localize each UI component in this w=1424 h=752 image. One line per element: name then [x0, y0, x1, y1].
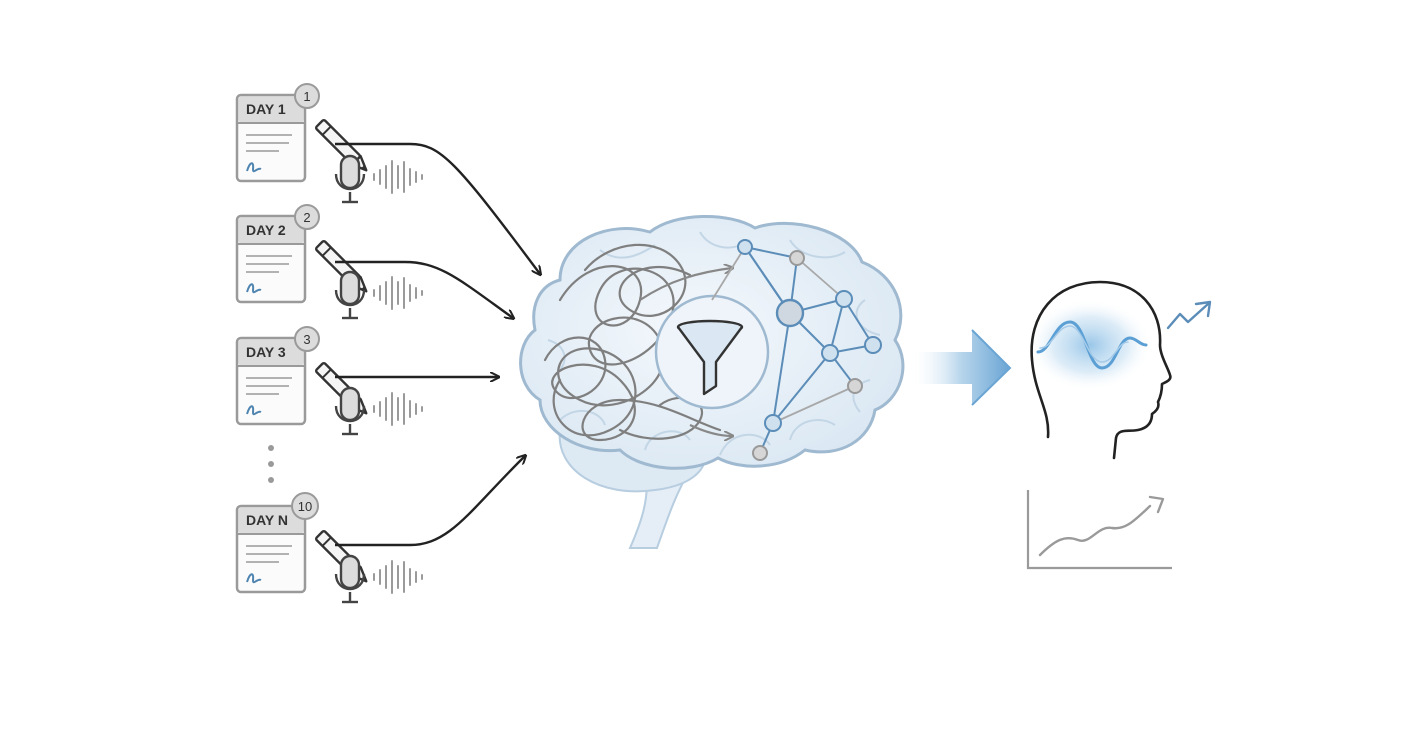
day-badge: 10: [298, 499, 312, 514]
growth-chart-icon: [1026, 490, 1172, 570]
day-label: DAY 1: [246, 101, 286, 117]
day-label: DAY 3: [246, 344, 286, 360]
sound-wave-icon: [373, 392, 423, 426]
brain: [519, 214, 905, 549]
day-badge: 3: [303, 332, 310, 347]
memory-arrow-top: [639, 268, 732, 301]
arrow-day-1: [335, 142, 540, 274]
arrow-day-2: [335, 260, 513, 318]
funnel-icon: [676, 319, 744, 396]
audio-input-2: [334, 270, 423, 320]
journal-entry-n: DAY N 10: [235, 492, 372, 594]
continuation-dots: [268, 445, 274, 483]
input-arrows: [335, 142, 540, 547]
day-label: DAY N: [246, 512, 288, 528]
funnel-filter: [654, 294, 770, 410]
sound-wave-icon: [373, 160, 423, 194]
memory-arrow-bottom: [689, 424, 732, 436]
trend-arrow-icon: [1166, 300, 1212, 330]
audio-input-3: [334, 386, 423, 436]
journal-entry-3: DAY 3 3: [235, 326, 372, 426]
arrow-day-n: [335, 456, 525, 547]
brain-wave-icon: [1036, 320, 1148, 370]
tangled-memory-lines: [543, 243, 722, 442]
day-label: DAY 2: [246, 222, 286, 238]
audio-input-n: [334, 554, 423, 604]
microphone-icon: [334, 386, 366, 436]
microphone-icon: [334, 270, 366, 320]
journal-entry-1: DAY 1 1: [235, 83, 372, 183]
microphone-icon: [334, 554, 366, 604]
network-graph-icon: [711, 239, 882, 461]
head-profile-icon: [1028, 280, 1172, 460]
sound-wave-icon: [373, 560, 423, 594]
sound-wave-icon: [373, 276, 423, 310]
output-arrow: [910, 329, 1012, 406]
day-badge: 2: [303, 210, 310, 225]
audio-input-1: [334, 154, 423, 204]
microphone-icon: [334, 154, 366, 204]
day-badge: 1: [303, 89, 310, 104]
journal-entry-2: DAY 2 2: [235, 204, 372, 304]
